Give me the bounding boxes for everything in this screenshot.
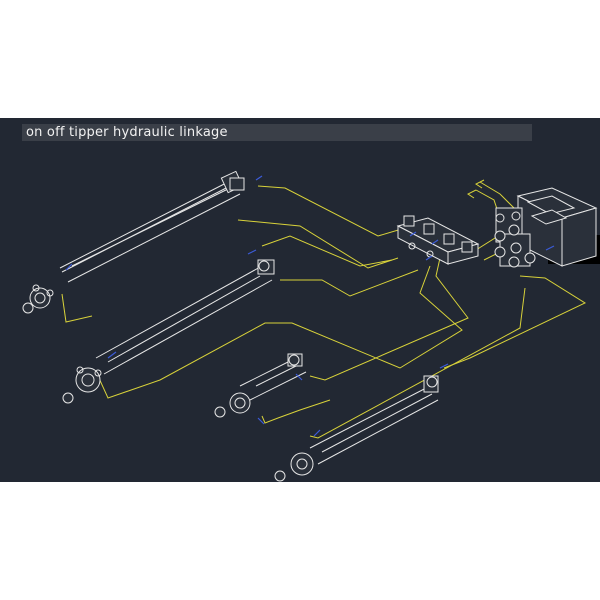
cylinder-2: [62, 249, 275, 404]
hose-2b: [280, 269, 419, 297]
cylinder-4: [274, 363, 449, 482]
cylinder-1: [22, 170, 263, 314]
valve-block: [494, 187, 598, 268]
drawing-title: on off tipper hydraulic linkage: [26, 125, 228, 140]
hose-1c: [61, 293, 93, 323]
hose-1a: [257, 185, 406, 237]
hose-lines: [61, 181, 587, 439]
hose-3b: [261, 399, 331, 424]
hydraulic-drawing: [22, 170, 598, 482]
cylinder-3: [214, 353, 307, 425]
hose-4a: [309, 287, 526, 439]
manifold: [396, 215, 480, 265]
hose-2c: [97, 265, 463, 399]
hose-2a: [261, 235, 393, 267]
hose-valve-d: [479, 181, 515, 209]
title-bar: on off tipper hydraulic linkage: [22, 124, 532, 141]
hose-4b: [443, 275, 587, 369]
hose-3a: [309, 257, 469, 381]
cad-viewport[interactable]: on off tipper hydraulic linkage: [0, 118, 600, 482]
hose-1b: [237, 219, 399, 269]
flow-arrows: [467, 179, 485, 199]
